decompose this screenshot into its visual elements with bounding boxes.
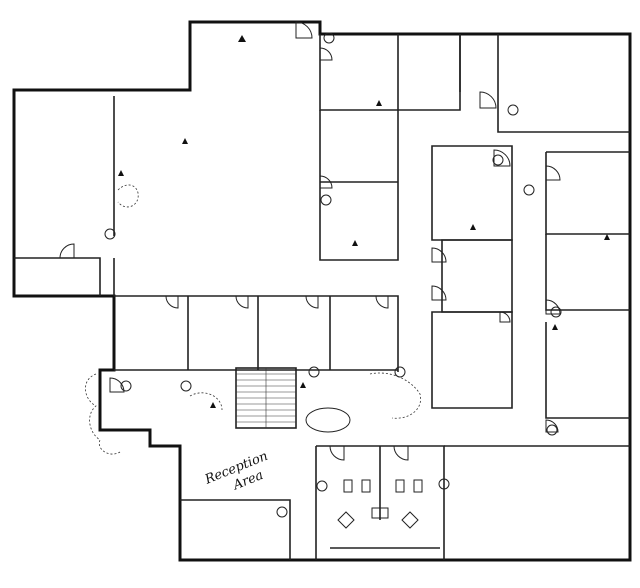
reception-label: Reception Area <box>202 449 270 494</box>
door-swings <box>59 21 561 461</box>
exterior-walls <box>12 20 632 562</box>
stair-treads <box>236 368 296 428</box>
landscape-sketch <box>85 184 421 455</box>
symbol-marks <box>118 35 610 408</box>
restroom-fixtures <box>330 479 440 549</box>
door-tags <box>104 32 562 518</box>
